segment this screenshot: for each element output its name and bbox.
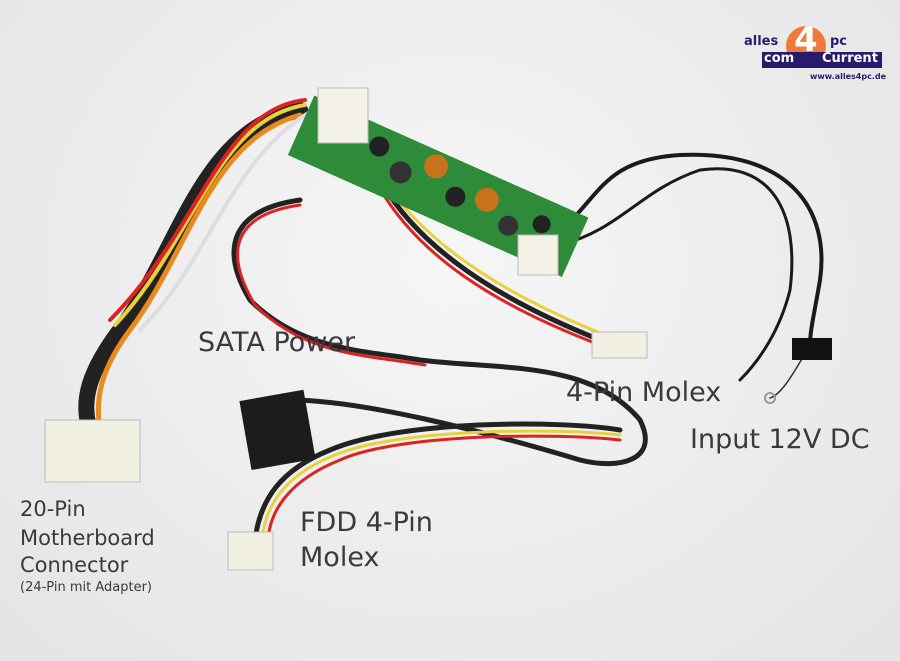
- label-mb-line3: Connector: [20, 553, 129, 577]
- logo-digit: 4: [794, 20, 818, 60]
- logo-url: www.alles4pc.de: [810, 72, 886, 81]
- molex-connector: [591, 331, 648, 359]
- label-sata-power: SATA Power: [198, 327, 356, 358]
- label-fdd-line2: Molex: [300, 542, 380, 573]
- logo-text: pc: [830, 34, 848, 49]
- board-connector: [517, 234, 559, 276]
- mb-20pin-connector: [44, 419, 141, 483]
- sata-connector: [239, 389, 316, 471]
- fdd-cable: [252, 421, 623, 543]
- label-fdd-line1: FDD 4-Pin: [300, 507, 433, 538]
- sata-cable: [377, 177, 603, 343]
- label-mb-note: (24-Pin mit Adapter): [20, 580, 152, 595]
- label-input-dc: Input 12V DC: [690, 424, 870, 455]
- label-mb-line1: 20-Pin: [20, 497, 86, 521]
- board-connector: [317, 87, 369, 144]
- label-mb-line2: Motherboard: [20, 526, 155, 550]
- logo-text: alles: [744, 34, 779, 49]
- fdd-connector: [227, 531, 274, 571]
- logo-text: com: [764, 51, 795, 66]
- ring-terminal: [764, 392, 776, 404]
- input-cable: [553, 152, 824, 347]
- logo-text: Current: [822, 51, 878, 66]
- dc-jack: [792, 338, 832, 360]
- label-4pin-molex: 4-Pin Molex: [566, 377, 722, 408]
- alles4pc-logo: alles 4 pc com Current www.alles4pc.de: [742, 14, 892, 92]
- harness-cable: [78, 102, 308, 438]
